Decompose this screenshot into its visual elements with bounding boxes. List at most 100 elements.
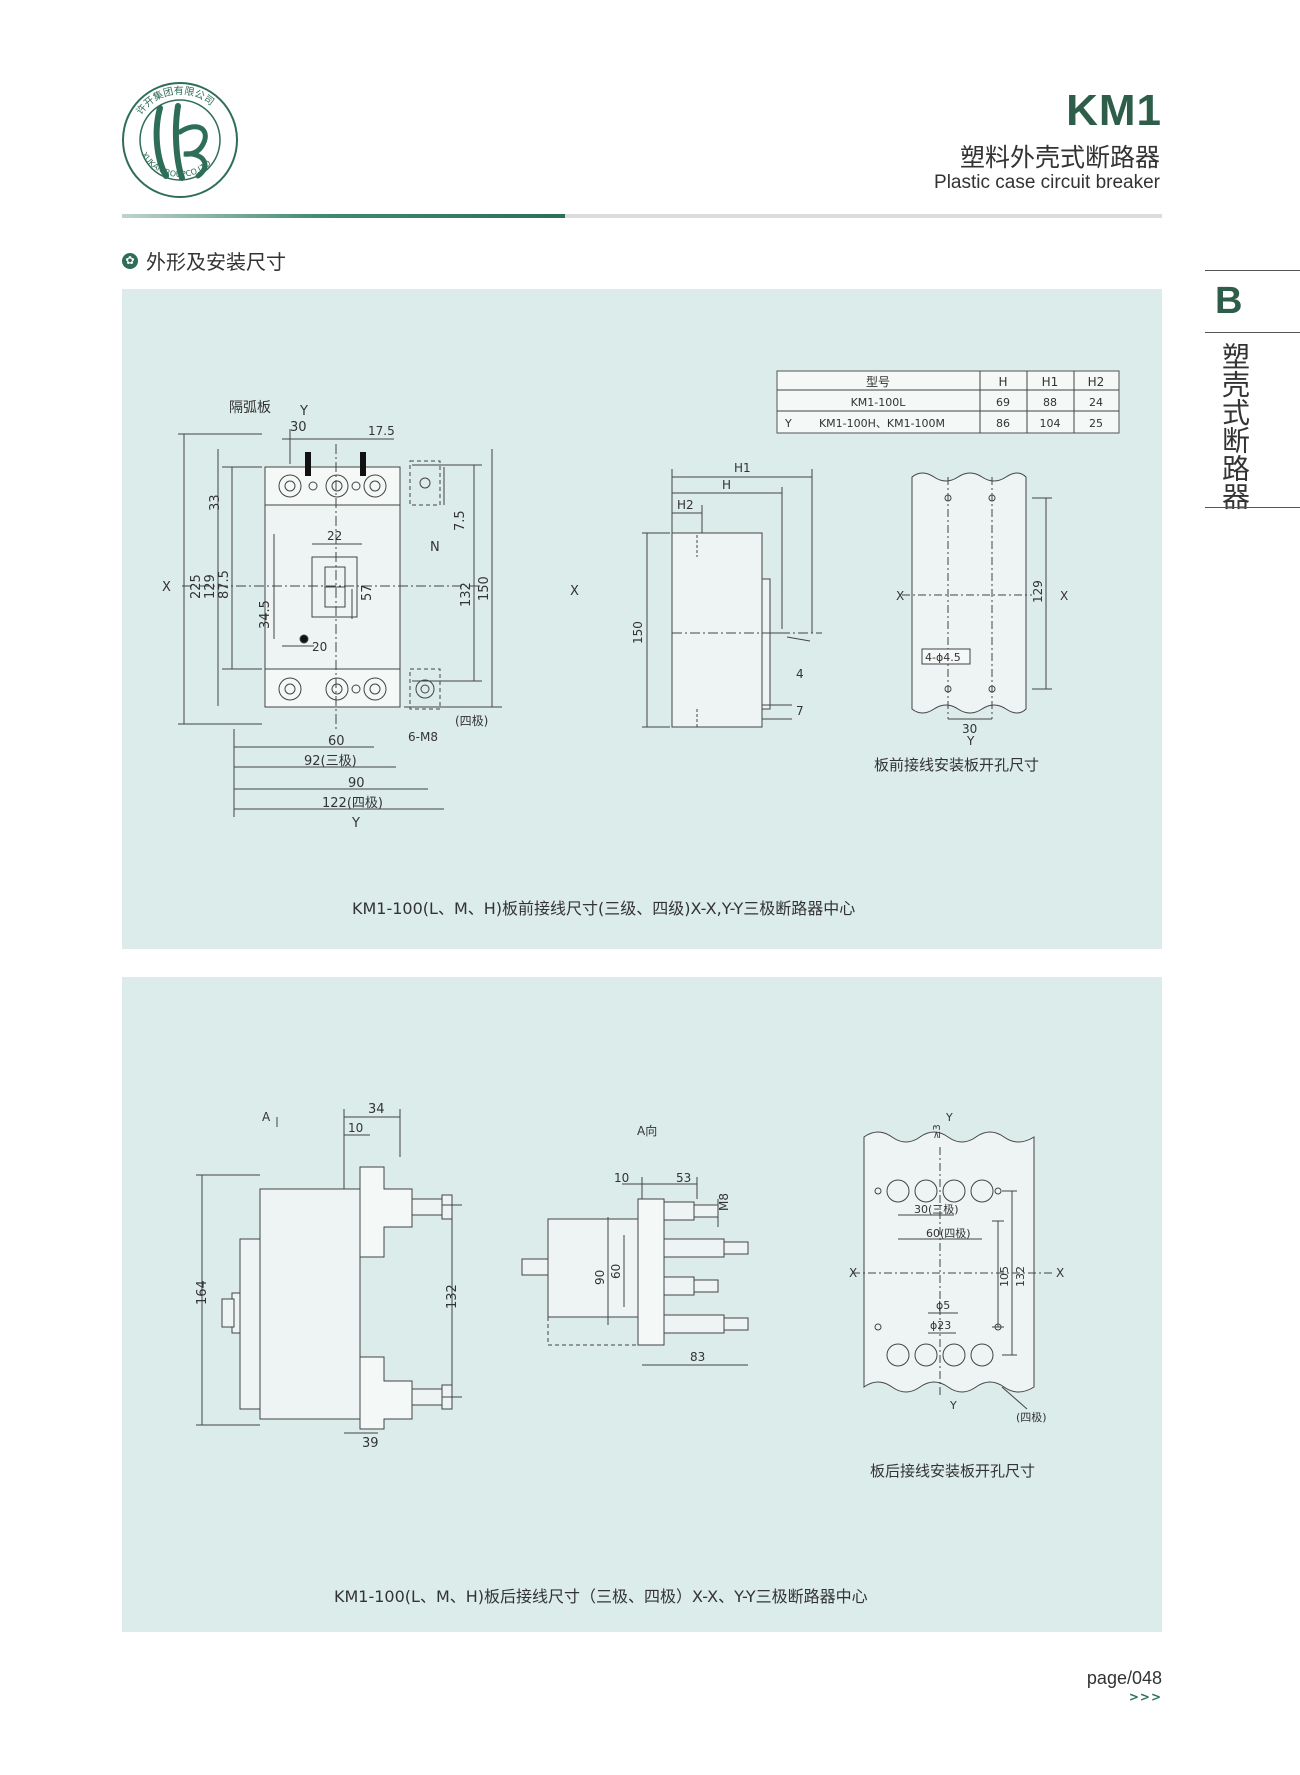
rear-caption: KM1-100(L、M、H)板后接线尺寸（三极、四极）X-X、Y-Y三极断路器中… [334, 1587, 868, 1606]
label-x-left: X [896, 589, 904, 603]
dim-30: 30 [962, 722, 977, 736]
label-x-right: X [570, 584, 579, 599]
table-cell-h1: 104 [1040, 417, 1061, 430]
section-heading-text: 外形及安装尺寸 [146, 250, 286, 274]
model-title: KM1 [1066, 86, 1162, 135]
dim-164: 164 [195, 1280, 210, 1305]
label-m8: M8 [717, 1193, 731, 1211]
header-divider [122, 214, 1162, 218]
dim-150: 150 [477, 576, 492, 601]
table-cell-h1: 88 [1043, 396, 1057, 409]
dim-34-5: 34.5 [258, 600, 273, 629]
product-name-en: Plastic case circuit breaker [934, 172, 1160, 193]
dim-phi23: ϕ23 [930, 1319, 951, 1332]
table-row-marker: Y [784, 417, 792, 430]
star-icon: ✿ [122, 252, 138, 269]
label-y-top: Y [299, 404, 308, 419]
dim-7-5: 7.5 [453, 510, 468, 531]
rear-wiring-panel: A 34 10 164 132 39 A向 [122, 977, 1162, 1632]
dim-30-three-pole: 30(三极) [914, 1202, 959, 1216]
dim-60-four-pole: 60(四极) [926, 1226, 971, 1240]
label-x-left: X [162, 580, 171, 595]
rear-wiring-drawing: A 34 10 164 132 39 A向 [195, 1102, 1064, 1480]
front-caption: KM1-100(L、M、H)板前接线尺寸(三级、四级)X-X,Y-Y三极断路器中… [352, 899, 856, 918]
dim-20: 20 [312, 640, 327, 654]
dim-10: 10 [348, 1121, 363, 1135]
dim-53: 53 [676, 1171, 691, 1185]
dim-h2: H2 [677, 498, 694, 512]
dim-132: 132 [1014, 1266, 1027, 1287]
label-x-left: X [849, 1266, 857, 1280]
dim-3: ≥3 [932, 1124, 943, 1139]
table-cell-h2: 25 [1089, 417, 1103, 430]
table-cell-model: KM1-100L [851, 396, 907, 409]
dim-87-5: 87.5 [217, 570, 232, 599]
cutout-caption: 板前接线安装板开孔尺寸 [874, 756, 1039, 774]
label-holes: 4-ϕ4.5 [925, 651, 961, 664]
dim-4: 4 [796, 667, 804, 681]
dim-150: 150 [631, 621, 645, 644]
dim-132: 132 [445, 1284, 460, 1309]
dim-90: 90 [593, 1270, 607, 1285]
dim-34: 34 [368, 1102, 385, 1117]
front-view: 隔弧板 Y 30 17.5 33 22 N 7.5 X 225 129 87.5… [162, 400, 579, 831]
a-direction-view: A向 10 53 M8 90 60 [521, 1123, 749, 1366]
dim-22: 22 [327, 529, 342, 543]
side-view: H1 H H2 150 4 7 [631, 461, 822, 728]
dim-90: 90 [348, 776, 365, 791]
side-tab-label: 塑壳式断路器 [1218, 342, 1251, 510]
side-tab-rule-bottom [1205, 507, 1300, 508]
rear-side-view: A 34 10 164 132 39 [195, 1102, 462, 1451]
label-y-bottom: Y [949, 1399, 957, 1412]
dim-30: 30 [290, 420, 307, 435]
table-header-h: H [998, 375, 1007, 389]
front-wiring-panel: 型号 H H1 H2 KM1-100L 69 88 24 Y KM1-100H、… [122, 289, 1162, 949]
label-y-bottom: Y [351, 816, 360, 831]
dim-33: 33 [208, 494, 223, 511]
dim-132: 132 [459, 582, 474, 607]
label-x-right: X [1060, 589, 1068, 603]
dim-phi5: ϕ5 [936, 1299, 950, 1312]
dim-7: 7 [796, 704, 804, 718]
dim-60: 60 [609, 1264, 623, 1279]
dim-122: 122(四极) [322, 796, 383, 811]
dim-39: 39 [362, 1436, 379, 1451]
dim-60: 60 [328, 734, 345, 749]
label-four-pole: (四极) [1016, 1410, 1047, 1424]
label-n: N [430, 540, 440, 555]
label-6-m8: 6-M8 [408, 730, 438, 744]
dim-129: 129 [203, 574, 218, 599]
dim-225: 225 [189, 574, 204, 599]
dim-129: 129 [1031, 580, 1045, 603]
company-logo: 许开集团有限公司 XUKAIGROUPCO.LTD [122, 82, 238, 198]
dim-57: 57 [360, 584, 375, 601]
dim-10: 10 [614, 1171, 629, 1185]
model-table: 型号 H H1 H2 KM1-100L 69 88 24 Y KM1-100H、… [776, 370, 1120, 434]
cutout-caption: 板后接线安装板开孔尺寸 [870, 1462, 1035, 1480]
dim-h: H [722, 478, 731, 492]
table-cell-h: 86 [996, 417, 1010, 430]
next-page-arrows: >>> [1128, 1690, 1162, 1704]
side-tab-letter: B [1215, 280, 1243, 322]
side-tab-rule-mid [1205, 332, 1300, 333]
table-header-h1: H1 [1042, 375, 1059, 389]
side-tab-rule-top [1205, 270, 1300, 271]
page-number: page/048 [1086, 1668, 1162, 1688]
dim-17-5: 17.5 [368, 424, 395, 438]
dim-92: 92(三极) [304, 754, 357, 769]
rear-cutout-view: Y ≥3 30(三极) 60(四极) X X 105 132 ϕ5 ϕ23 Y … [849, 1111, 1064, 1480]
label-four-pole: (四极) [455, 714, 488, 728]
label-a-view: A向 [637, 1123, 657, 1138]
front-cutout-view: X X 129 4-ϕ4.5 30 Y 板前接线安装板开孔尺寸 [874, 472, 1068, 774]
dim-h1: H1 [734, 461, 751, 475]
table-cell-h: 69 [996, 396, 1010, 409]
label-y-top: Y [945, 1111, 953, 1124]
label-a-arrow: A [262, 1110, 271, 1124]
label-arc-plate: 隔弧板 [229, 400, 271, 416]
table-cell-h2: 24 [1089, 396, 1103, 409]
label-x-right: X [1056, 1266, 1064, 1280]
front-wiring-drawing: 型号 H H1 H2 KM1-100L 69 88 24 Y KM1-100H、… [162, 370, 1120, 831]
dim-83: 83 [690, 1350, 705, 1364]
dim-105: 105 [998, 1266, 1011, 1287]
table-cell-model: KM1-100H、KM1-100M [819, 417, 945, 430]
